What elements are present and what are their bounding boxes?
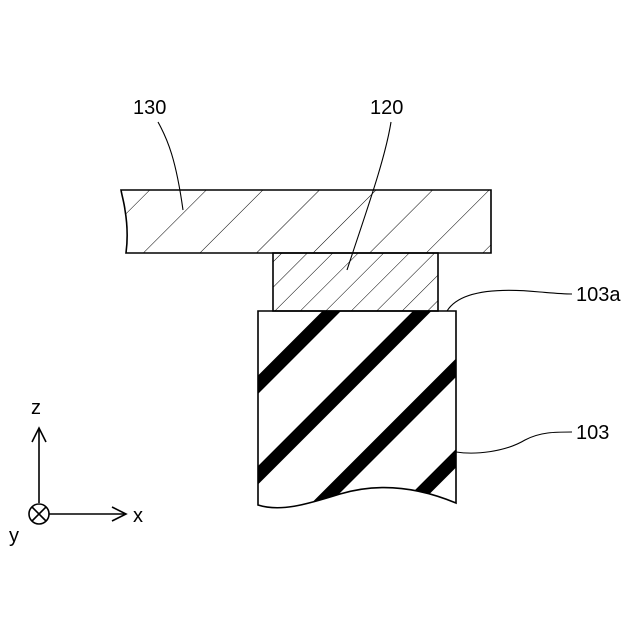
plate-130 — [121, 190, 491, 253]
leader-103 — [456, 432, 572, 453]
label-103: 103 — [576, 422, 609, 444]
label-120: 120 — [370, 97, 403, 119]
label-103a: 103a — [576, 284, 621, 306]
plate-130-body — [121, 190, 491, 253]
label-130: 130 — [133, 97, 166, 119]
block-103-hatch — [258, 311, 456, 516]
block-103 — [258, 311, 456, 516]
bond-layer-120 — [273, 253, 438, 311]
x-axis-label: x — [133, 505, 143, 527]
bond-layer-120-body — [273, 253, 438, 311]
coordinate-axes: z x y — [9, 397, 143, 547]
leader-103a — [447, 290, 572, 311]
z-axis-label: z — [31, 397, 41, 419]
y-axis-label: y — [9, 525, 19, 547]
